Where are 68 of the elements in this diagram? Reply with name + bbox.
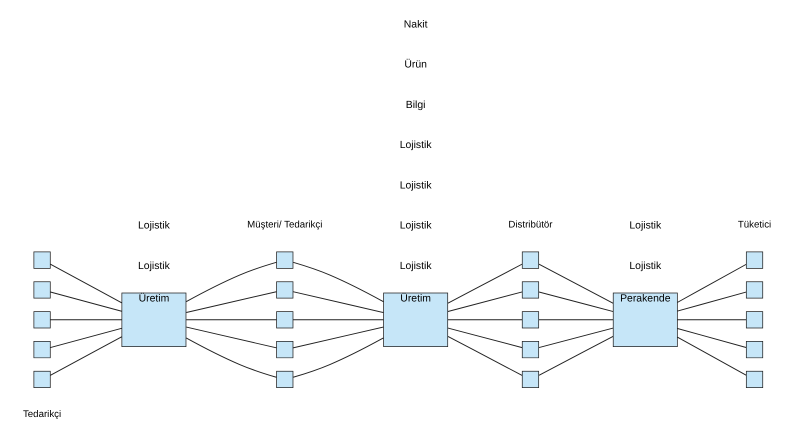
connector — [676, 264, 746, 303]
node-box — [521, 252, 539, 269]
node-box — [521, 370, 539, 388]
connector — [446, 291, 522, 312]
label: Lojistik — [399, 260, 432, 272]
label: Lojistik — [628, 220, 661, 232]
connector — [185, 319, 276, 320]
node-box — [276, 252, 293, 269]
connector — [185, 262, 276, 302]
node-box — [33, 370, 50, 388]
connector — [446, 319, 522, 320]
connector — [49, 319, 122, 320]
connector — [49, 328, 122, 348]
node-box — [33, 281, 50, 299]
node-box — [745, 341, 763, 358]
label: Lojistik — [399, 140, 432, 152]
label: Müşteri/ Tedarikçi — [246, 220, 322, 231]
connector — [446, 328, 522, 348]
connector — [292, 262, 384, 302]
node-box — [276, 281, 293, 299]
label: Nakit — [403, 19, 428, 30]
node-box — [276, 311, 293, 328]
label: Tedarikçi — [22, 409, 61, 420]
connector — [49, 336, 122, 376]
label: Lojistik — [628, 260, 661, 272]
node-box: Üretim — [382, 292, 448, 347]
connector — [446, 336, 522, 376]
connector — [538, 328, 614, 348]
connector — [446, 264, 522, 304]
label: Lojistik — [399, 180, 432, 192]
node-box — [521, 281, 539, 299]
connector — [292, 337, 384, 378]
connector — [538, 264, 614, 304]
connector — [676, 319, 746, 320]
label: Tüketici — [737, 220, 771, 231]
node-box — [745, 370, 763, 388]
label: Bilgi — [405, 100, 425, 111]
connector — [292, 326, 384, 348]
label: Lojistik — [137, 260, 170, 272]
label: Distribütör — [508, 220, 552, 231]
label: Lojistik — [137, 220, 170, 232]
connector — [49, 264, 122, 304]
node-box — [33, 311, 50, 328]
node-box — [745, 252, 763, 269]
label: Lojistik — [399, 220, 432, 232]
connector — [49, 292, 122, 312]
connector — [185, 291, 276, 313]
label: Ürün — [404, 60, 426, 71]
node-box — [745, 311, 763, 328]
connector — [185, 337, 276, 378]
connector — [538, 319, 614, 320]
connector — [185, 326, 276, 348]
connector — [676, 328, 746, 348]
node-box — [276, 370, 293, 388]
node-box: Üretim — [120, 292, 186, 347]
node-box: Perakende — [612, 292, 678, 347]
node-box — [276, 341, 293, 358]
node-box — [745, 281, 763, 299]
connector — [676, 336, 746, 376]
connector — [292, 319, 384, 320]
connector — [292, 291, 384, 313]
node-box — [521, 341, 539, 358]
node-box — [521, 311, 539, 328]
node-box — [33, 252, 50, 269]
connector — [676, 292, 746, 312]
node-box — [33, 341, 50, 358]
connector — [538, 336, 614, 376]
connector — [538, 292, 614, 312]
